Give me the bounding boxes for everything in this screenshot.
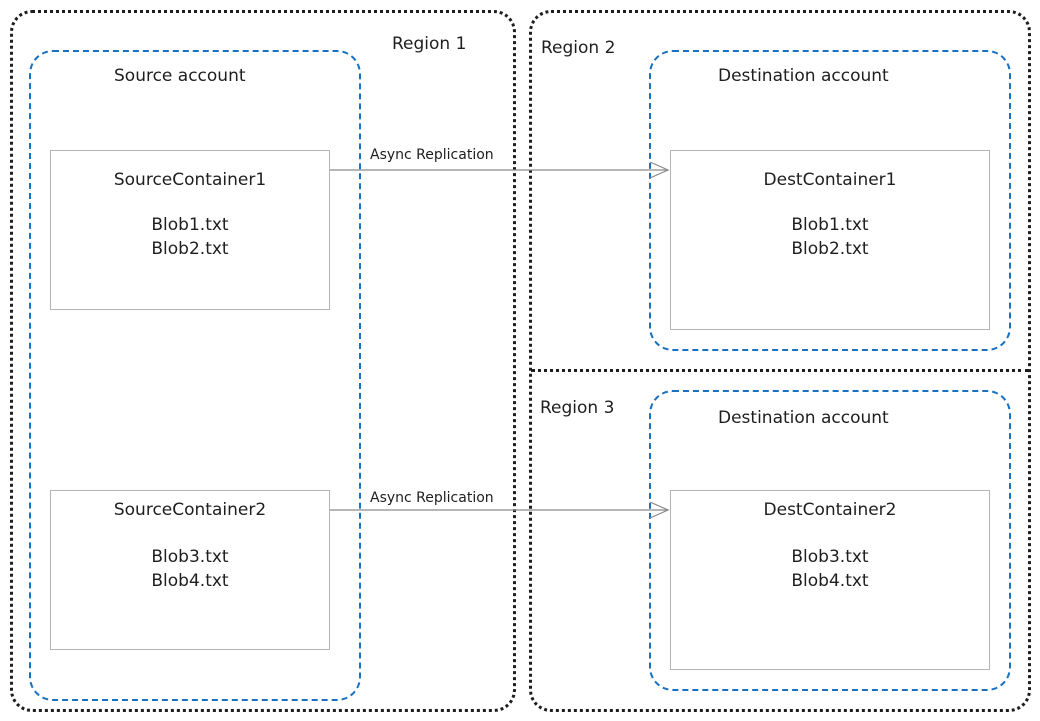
replication-label-1: Async Replication bbox=[370, 147, 494, 163]
destination-account-region-3 bbox=[649, 390, 1011, 691]
blob-item: Blob2.txt bbox=[151, 239, 229, 259]
region-2-3 bbox=[529, 10, 1031, 712]
replication-label-2: Async Replication bbox=[370, 490, 494, 506]
container-name: SourceContainer2 bbox=[113, 500, 267, 520]
blob-item: Blob3.txt bbox=[151, 547, 229, 567]
region-1-label: Region 1 bbox=[392, 34, 467, 54]
blob-item: Blob2.txt bbox=[791, 239, 869, 259]
replication-arrow-2 bbox=[330, 501, 670, 519]
region-3-label: Region 3 bbox=[540, 398, 615, 418]
source-account-label: Source account bbox=[114, 66, 246, 86]
source-container-2: SourceContainer2 Blob3.txt Blob4.txt bbox=[50, 490, 330, 650]
destination-account-region-3-label: Destination account bbox=[718, 408, 889, 428]
dest-container-1: DestContainer1 Blob1.txt Blob2.txt bbox=[670, 150, 990, 330]
replication-arrow-1 bbox=[330, 161, 670, 179]
region-2-label: Region 2 bbox=[541, 38, 616, 58]
blob-item: Blob4.txt bbox=[151, 571, 229, 591]
destination-account-region-2 bbox=[649, 50, 1011, 351]
container-name: DestContainer2 bbox=[763, 500, 897, 520]
blob-item: Blob3.txt bbox=[791, 547, 869, 567]
dest-container-2: DestContainer2 Blob3.txt Blob4.txt bbox=[670, 490, 990, 670]
destination-account-region-2-label: Destination account bbox=[718, 66, 889, 86]
region-divider bbox=[531, 369, 1029, 372]
container-name: SourceContainer1 bbox=[113, 170, 267, 190]
blob-item: Blob1.txt bbox=[791, 215, 869, 235]
blob-item: Blob1.txt bbox=[151, 215, 229, 235]
blob-item: Blob4.txt bbox=[791, 571, 869, 591]
source-account bbox=[29, 50, 361, 701]
region-1 bbox=[10, 10, 516, 712]
source-container-1: SourceContainer1 Blob1.txt Blob2.txt bbox=[50, 150, 330, 310]
container-name: DestContainer1 bbox=[763, 170, 897, 190]
